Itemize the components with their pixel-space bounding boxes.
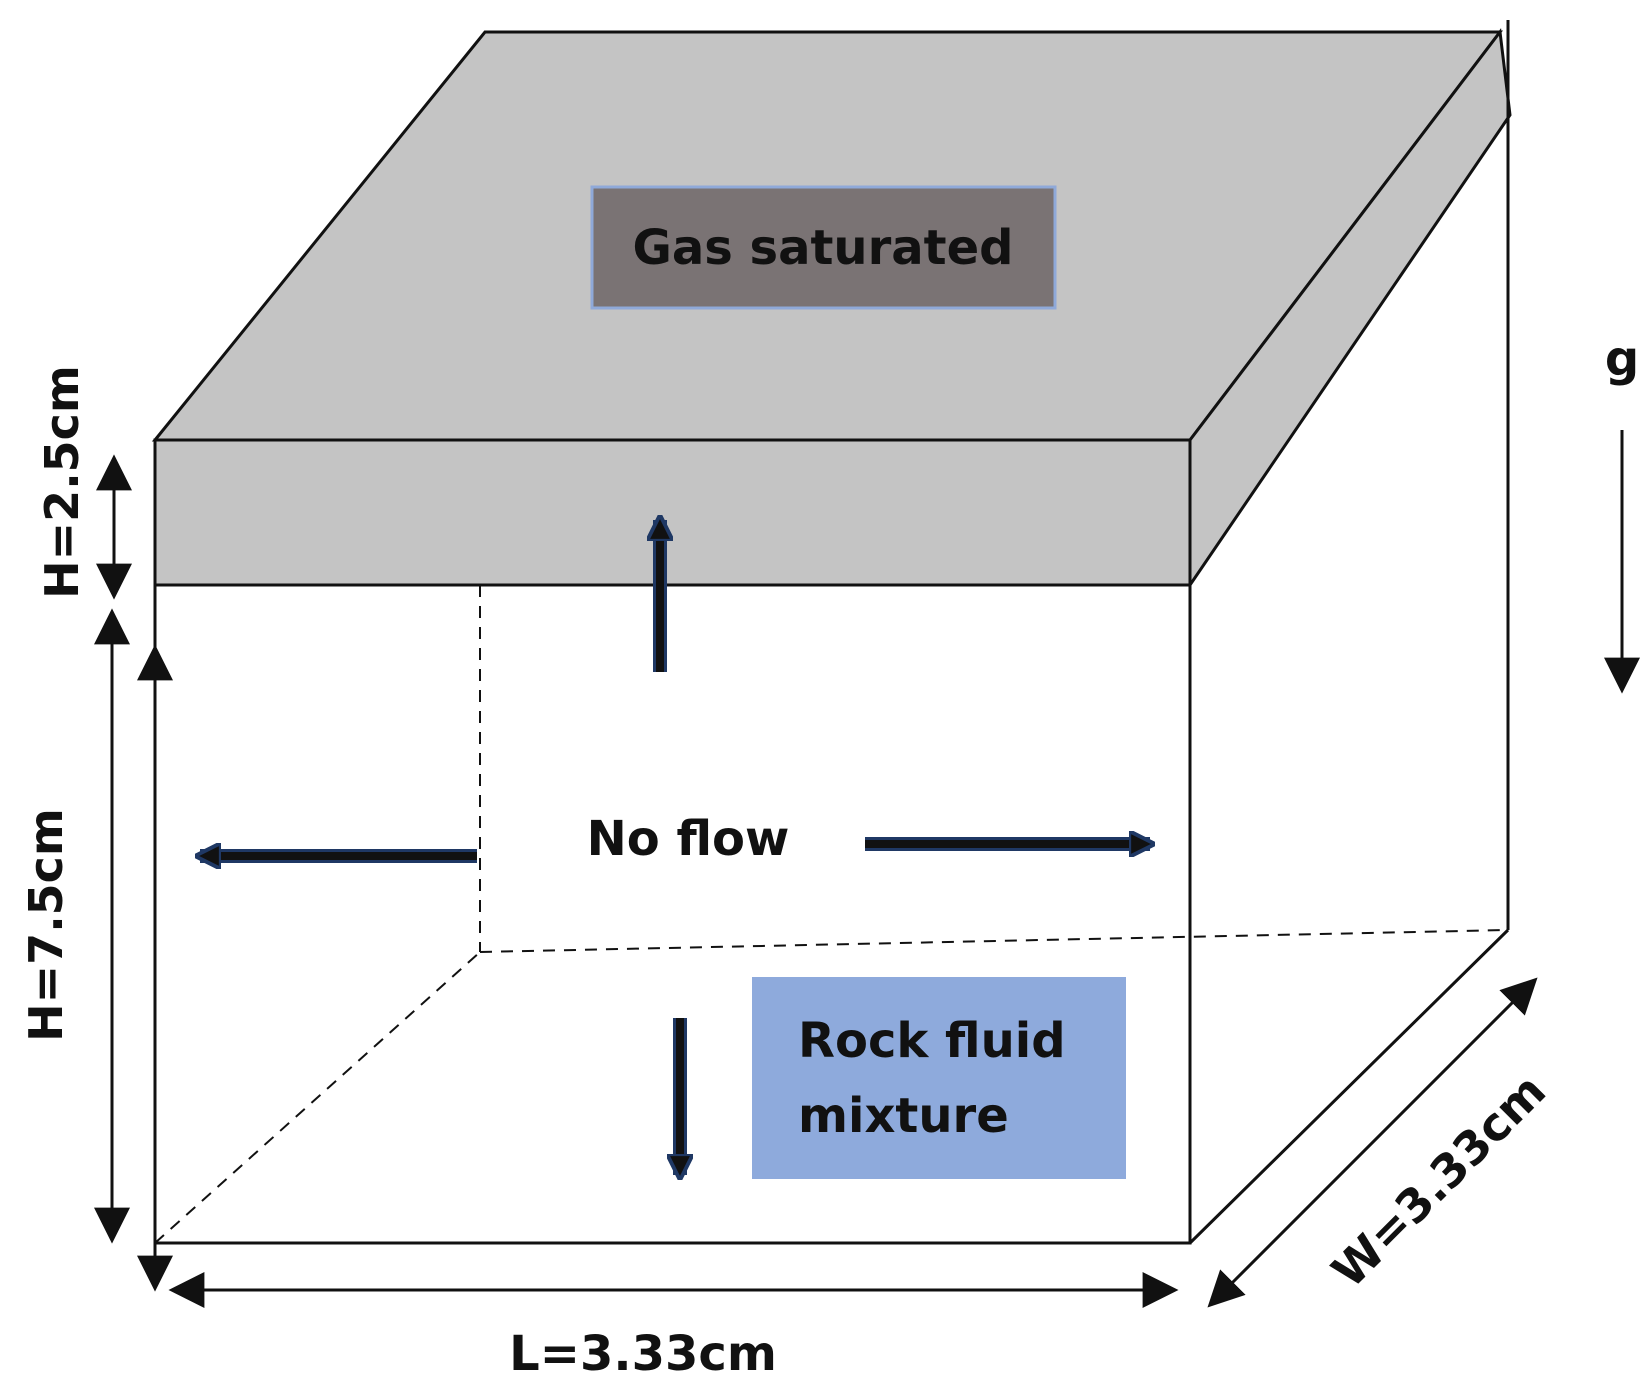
height-bottom-label: H=7.5cm: [19, 808, 73, 1042]
gas-saturated-box: [590, 185, 1057, 310]
length-label: L=3.33cm: [509, 1326, 777, 1382]
no-flow-label: No flow: [587, 811, 790, 867]
dimension-width: [1207, 977, 1538, 1308]
gas-layer-front-face: [153, 438, 1192, 587]
rock-fluid-label-line2: mixture: [798, 1088, 1009, 1144]
rock-fluid-label-line1: Rock fluid: [798, 1013, 1066, 1069]
gas-layer-side-face: [1188, 28, 1512, 590]
rock-fluid-mixture-box: [752, 977, 1126, 1179]
width-label: W=3.33cm: [1321, 1063, 1556, 1298]
gravity-label: g: [1605, 331, 1639, 387]
hidden-back-bottom-edge: [479, 929, 1509, 953]
hidden-left-bottom-edge: [154, 951, 481, 1244]
gas-saturated-label: Gas saturated: [632, 220, 1013, 276]
height-top-label: H=2.5cm: [35, 365, 89, 599]
